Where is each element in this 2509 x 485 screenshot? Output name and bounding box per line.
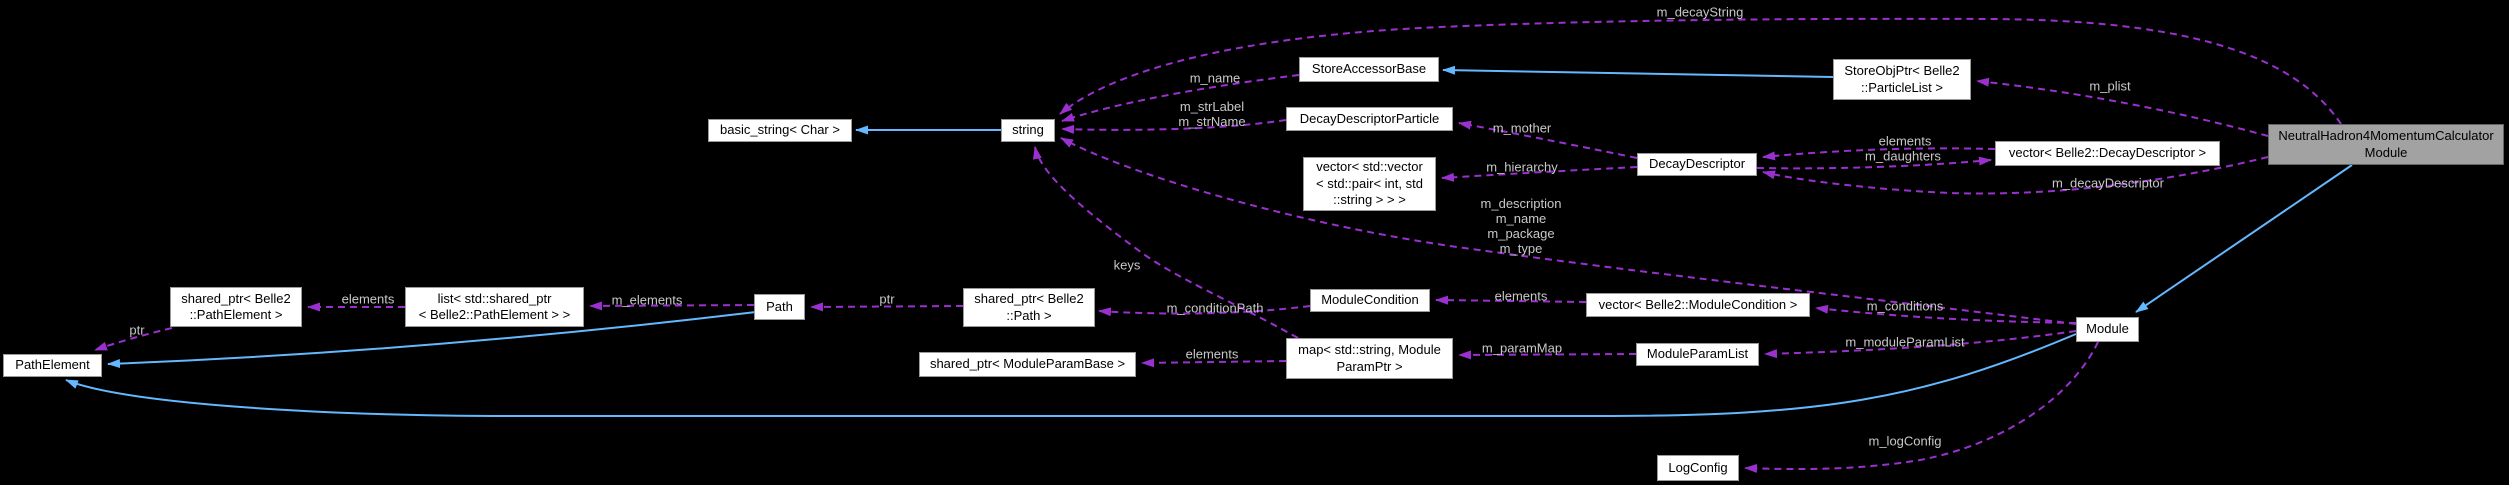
edge-label-m-elements: m_elements	[611, 292, 683, 308]
edge-label-m-strlabel-m-strname: m_strLabel m_strName	[1178, 99, 1246, 129]
edge-label-elements-condition: elements	[1494, 288, 1548, 304]
node-path[interactable]: Path	[754, 294, 805, 320]
edge-label-m-module-param-list: m_moduleParamList	[1845, 334, 1965, 350]
node-decay-descriptor[interactable]: DecayDescriptor	[1637, 153, 1757, 176]
node-vector-module-condition[interactable]: vector< Belle2::ModuleCondition >	[1586, 293, 1810, 317]
node-store-accessor-base[interactable]: StoreAccessorBase	[1299, 57, 1439, 82]
node-decay-descriptor-particle[interactable]: DecayDescriptorParticle	[1286, 107, 1453, 131]
edge-label-m-description-m-name-m-package-m-type: m_description m_name m_package m_type	[1480, 196, 1562, 256]
edge-label-m-param-map: m_paramMap	[1481, 340, 1563, 356]
edge-label-keys: keys	[1113, 257, 1141, 273]
edge-label-m-name: m_name	[1189, 70, 1241, 86]
node-neutral-hadron-4-momentum-calculator-module[interactable]: NeutralHadron4MomentumCalculator Module	[2268, 124, 2504, 165]
node-vector-pair[interactable]: vector< std::vector < std::pair< int, st…	[1303, 157, 1436, 211]
edge-label-m-decay-string: m_decayString	[1656, 4, 1744, 20]
edge-label-elements-param: elements	[1185, 346, 1239, 362]
edge-label-m-plist: m_plist	[2089, 78, 2131, 94]
edge-label-m-decay-descriptor: m_decayDescriptor	[2052, 175, 2164, 191]
node-module-condition[interactable]: ModuleCondition	[1310, 289, 1430, 312]
node-list-shared-ptr[interactable]: list< std::shared_ptr < Belle2::PathElem…	[405, 287, 584, 327]
node-store-obj-ptr[interactable]: StoreObjPtr< Belle2 ::ParticleList >	[1833, 59, 1971, 100]
edge-label-m-hierarchy: m_hierarchy	[1486, 159, 1558, 175]
edge-label-ptr-pathelement: ptr	[129, 322, 145, 338]
node-string[interactable]: string	[1001, 119, 1055, 142]
edge-label-m-mother: m_mother	[1492, 120, 1552, 136]
node-path-element[interactable]: PathElement	[3, 354, 102, 377]
node-vector-decay-descriptor[interactable]: vector< Belle2::DecayDescriptor >	[1995, 141, 2220, 166]
node-log-config[interactable]: LogConfig	[1657, 455, 1739, 481]
edge-label-elements-decay: elements	[1878, 133, 1932, 149]
edge-label-elements-pathelement: elements	[341, 291, 395, 307]
node-shared-ptr-path[interactable]: shared_ptr< Belle2 ::Path >	[963, 288, 1095, 327]
node-shared-ptr-module-param-base[interactable]: shared_ptr< ModuleParamBase >	[919, 352, 1136, 377]
edge-label-m-conditions: m_conditions	[1866, 298, 1944, 314]
edge-label-ptr-path: ptr	[879, 291, 895, 307]
node-shared-ptr-path-element[interactable]: shared_ptr< Belle2 ::PathElement >	[170, 287, 302, 327]
node-basic-string[interactable]: basic_string< Char >	[708, 119, 852, 142]
node-map-param[interactable]: map< std::string, Module ParamPtr >	[1286, 338, 1453, 379]
edge-label-m-daughters: m_daughters	[1865, 148, 1941, 164]
edge-label-m-condition-path: m_conditionPath	[1166, 300, 1264, 316]
edge-label-m-log-config: m_logConfig	[1868, 433, 1942, 449]
node-module[interactable]: Module	[2076, 317, 2139, 342]
node-module-param-list[interactable]: ModuleParamList	[1636, 343, 1759, 366]
